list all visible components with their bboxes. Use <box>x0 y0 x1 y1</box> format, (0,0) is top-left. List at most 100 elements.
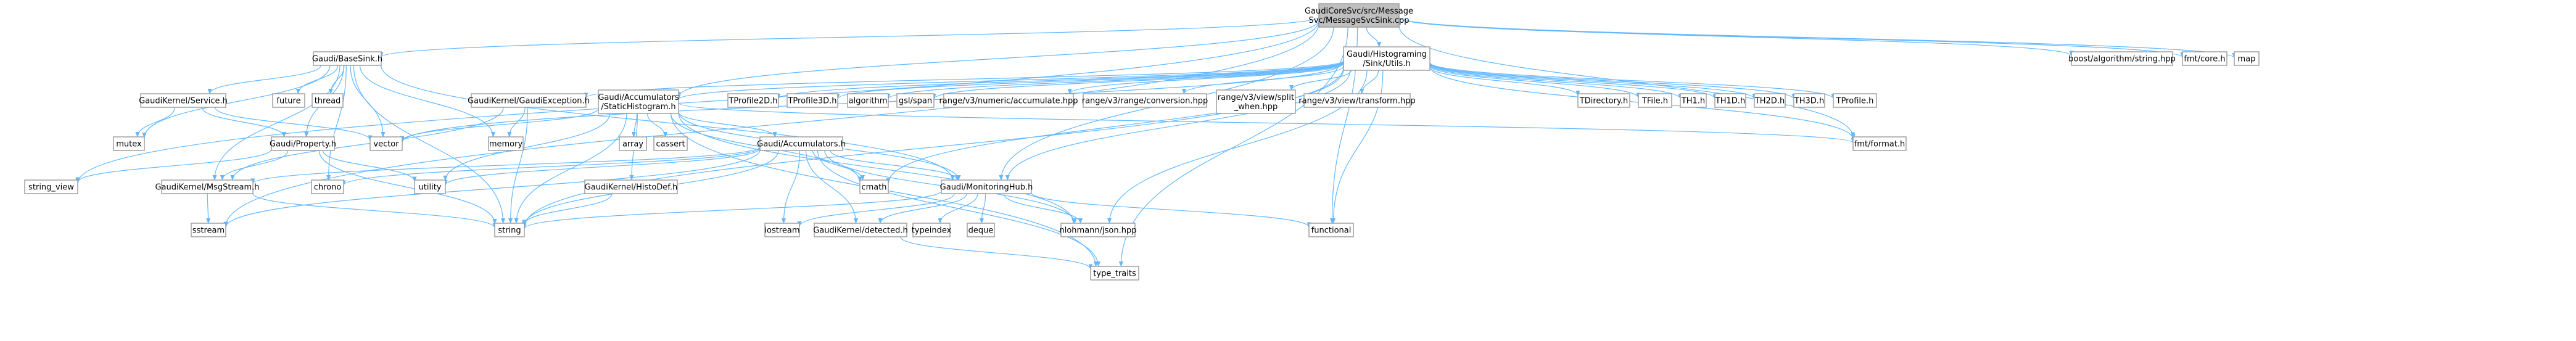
node-root-label-line-0: GaudiCoreSvc/src/Message <box>1305 7 1413 16</box>
node-json[interactable]: nlohmann/json.hpp <box>1060 223 1137 237</box>
node-string[interactable]: string <box>494 223 525 237</box>
node-tprofile3d-box <box>786 93 838 108</box>
node-algorithm[interactable]: algorithm <box>847 93 889 108</box>
node-th2d[interactable]: TH2D.h <box>1754 93 1786 108</box>
node-map[interactable]: map <box>2234 51 2260 66</box>
edge-histutils-to-th3d <box>1429 62 1796 100</box>
node-thread-label-line-0: thread <box>315 97 341 106</box>
node-property-box <box>271 136 335 151</box>
node-th1-label-line-0: TH1.h <box>1681 97 1705 106</box>
node-rv3accum[interactable]: range/v3/numeric/accumulate.hpp <box>939 93 1078 108</box>
node-rv3transform[interactable]: range/v3/view/transform.hpp <box>1298 93 1416 108</box>
edge-monhub-to-functional <box>1031 192 1311 228</box>
edge-basesink-to-monhub <box>381 65 955 181</box>
node-property[interactable]: Gaudi/Property.h <box>270 136 336 151</box>
edge-histutils-to-rv3conv <box>1181 65 1344 94</box>
node-array[interactable]: array <box>619 136 647 151</box>
node-gslspan[interactable]: gsl/span <box>896 93 935 108</box>
node-tprofile3d[interactable]: TProfile3D.h <box>786 93 838 108</box>
node-type_traits[interactable]: type_traits <box>1090 266 1139 281</box>
edge-service-to-vector <box>215 107 373 141</box>
node-tdirectory[interactable]: TDirectory.h <box>1577 93 1630 108</box>
node-cassert[interactable]: cassert <box>653 136 688 151</box>
node-accumulators-label-line-0: Gaudi/Accumulators.h <box>757 140 846 149</box>
node-algorithm-box <box>847 93 889 108</box>
node-rv3split-label-line-1: _when.hpp <box>1234 102 1278 112</box>
edge-monhub-to-json <box>1003 193 1083 224</box>
edge-accumulators-to-detected <box>805 150 859 224</box>
node-future-label-line-0: future <box>276 97 300 106</box>
node-monhub[interactable]: Gaudi/MonitoringHub.h <box>940 179 1033 194</box>
node-typeindex[interactable]: typeindex <box>912 223 952 237</box>
node-thread[interactable]: thread <box>312 93 344 108</box>
node-memory[interactable]: memory <box>488 136 524 151</box>
node-accumulators[interactable]: Gaudi/Accumulators.h <box>757 136 846 151</box>
node-fmtcore[interactable]: fmt/core.h <box>2182 51 2227 66</box>
node-sstream[interactable]: sstream <box>191 223 226 237</box>
edge-monhub-to-typeindex <box>938 193 978 224</box>
node-tfile-label-line-0: TFile.h <box>1641 97 1668 106</box>
node-gaudiexc-box <box>471 93 587 108</box>
edge-property-to-string <box>318 150 497 224</box>
node-histutils[interactable]: Gaudi/Histograming/Sink/Utils.h <box>1343 46 1430 71</box>
edge-histutils-to-tprofile <box>1429 62 1836 99</box>
node-deque[interactable]: deque <box>967 223 995 237</box>
node-rv3conv-box <box>1083 93 1207 108</box>
node-fmtformat[interactable]: fmt/format.h <box>1852 136 1907 151</box>
node-basesink[interactable]: Gaudi/BaseSink.h <box>312 51 382 66</box>
node-boostalgo[interactable]: boost/algorithm/string.hpp <box>2068 51 2176 66</box>
node-th1d[interactable]: TH1D.h <box>1714 93 1746 108</box>
node-detected[interactable]: GaudiKernel/detected.h <box>813 223 908 237</box>
node-cmath[interactable]: cmath <box>859 179 889 194</box>
node-mutex[interactable]: mutex <box>113 136 145 151</box>
edge-basesink-to-memory <box>359 65 496 138</box>
node-tprofile2d[interactable]: TProfile2D.h <box>727 93 779 108</box>
node-basesink-label-line-0: Gaudi/BaseSink.h <box>312 55 382 64</box>
edge-statichist-to-accumulators <box>678 112 777 138</box>
node-histodef[interactable]: GaudiKernel/HistoDef.h <box>584 179 678 194</box>
node-chrono[interactable]: chrono <box>311 179 344 194</box>
node-chrono-box <box>311 179 344 194</box>
node-tdirectory-box <box>1577 93 1630 108</box>
node-vector-label-line-0: vector <box>373 140 399 149</box>
node-rv3conv[interactable]: range/v3/range/conversion.hpp <box>1082 93 1208 108</box>
node-statichist-label-line-1: /StaticHistogram.h <box>601 102 675 112</box>
edge-accumulators-to-monhub <box>830 150 960 181</box>
edge-statichist-to-cassert <box>646 113 668 138</box>
node-tfile[interactable]: TFile.h <box>1638 93 1672 108</box>
edge-histutils-to-tfile <box>1429 65 1641 99</box>
node-tprofile2d-label-line-0: TProfile2D.h <box>728 97 777 106</box>
edge-accumulators-to-utility <box>443 148 761 186</box>
node-functional-label-line-0: functional <box>1311 226 1352 236</box>
node-iostream-box <box>764 223 800 237</box>
node-th2d-box <box>1754 93 1786 108</box>
node-rv3split[interactable]: range/v3/view/split_when.hpp <box>1216 89 1296 114</box>
node-future[interactable]: future <box>272 93 305 108</box>
node-string_view[interactable]: string_view <box>24 179 78 194</box>
edge-statichist-to-utility <box>443 113 611 181</box>
edge-root-to-fmtcore <box>1398 17 2185 59</box>
node-service[interactable]: GaudiKernel/Service.h <box>139 93 228 108</box>
node-vector[interactable]: vector <box>369 136 403 151</box>
edge-accumulators-to-chrono <box>341 147 761 186</box>
node-utility-box <box>414 179 446 194</box>
edge-histutils-to-rv3split <box>1289 70 1352 91</box>
node-functional[interactable]: functional <box>1308 223 1354 237</box>
node-utility[interactable]: utility <box>414 179 446 194</box>
node-mutex-box <box>113 136 145 151</box>
node-th1[interactable]: TH1.h <box>1680 93 1707 108</box>
node-th3d[interactable]: TH3D.h <box>1793 93 1825 108</box>
node-histutils-box <box>1343 46 1430 71</box>
edge-gaudiexc-to-string <box>508 107 528 224</box>
node-cassert-box <box>653 136 688 151</box>
edge-histutils-to-th1 <box>1429 64 1683 100</box>
node-memory-label-line-0: memory <box>489 140 523 149</box>
node-iostream[interactable]: iostream <box>764 223 800 237</box>
node-fmtcore-label-line-0: fmt/core.h <box>2184 55 2225 64</box>
node-gaudiexc[interactable]: GaudiKernel/GaudiException.h <box>468 93 590 108</box>
node-msgstream[interactable]: GaudiKernel/MsgStream.h <box>155 179 260 194</box>
edge-accumulators-to-msgstream <box>250 146 761 184</box>
node-deque-label-line-0: deque <box>968 226 994 236</box>
node-tprofile[interactable]: TProfile.h <box>1833 93 1877 108</box>
node-statichist[interactable]: Gaudi/Accumulators/StaticHistogram.h <box>598 89 679 114</box>
